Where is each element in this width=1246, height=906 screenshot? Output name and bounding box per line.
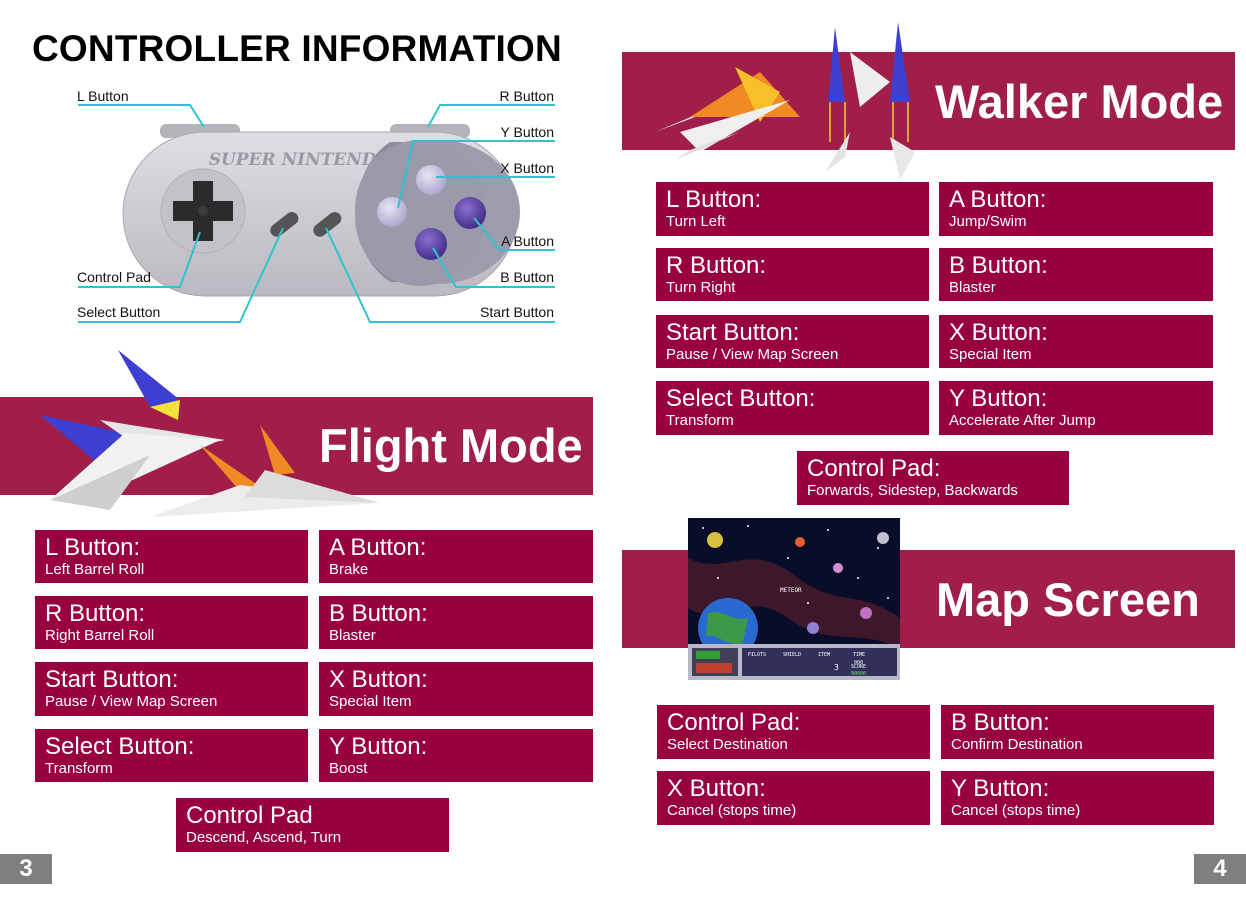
label-x-button: X Button bbox=[500, 160, 554, 176]
box-desc: Confirm Destination bbox=[951, 736, 1083, 753]
walker-l-button-box: L Button: Turn Left bbox=[656, 182, 929, 236]
label-control-pad: Control Pad bbox=[77, 269, 151, 285]
label-y-button: Y Button bbox=[500, 124, 554, 140]
box-desc: Cancel (stops time) bbox=[951, 802, 1081, 819]
map-screen-heading: Map Screen bbox=[936, 573, 1200, 626]
label-a-button: A Button bbox=[501, 233, 554, 249]
label-b-button: B Button bbox=[500, 269, 554, 285]
map-screen-screenshot: METEOR PILOTS SHIELD ITEM TIME 3 000 SCO… bbox=[688, 518, 900, 680]
meteor-label: METEOR bbox=[780, 587, 802, 594]
box-title: A Button: bbox=[329, 534, 427, 561]
map-control-pad-box: Control Pad: Select Destination bbox=[657, 705, 930, 759]
label-r-button: R Button bbox=[499, 88, 554, 104]
box-title: B Button: bbox=[951, 709, 1050, 736]
walker-start-button-box: Start Button: Pause / View Map Screen bbox=[656, 315, 929, 368]
snes-logo-text: SUPER NINTENDO bbox=[209, 150, 392, 170]
box-title: B Button: bbox=[329, 600, 428, 627]
box-title: Control Pad bbox=[186, 802, 313, 829]
box-title: Control Pad: bbox=[667, 709, 801, 736]
box-title: X Button: bbox=[329, 666, 428, 693]
box-title: X Button: bbox=[949, 319, 1048, 346]
walker-y-button-box: Y Button: Accelerate After Jump bbox=[939, 381, 1213, 435]
box-title: R Button: bbox=[666, 252, 767, 279]
box-title: A Button: bbox=[949, 186, 1047, 213]
label-select-button: Select Button bbox=[77, 304, 161, 320]
box-title: L Button: bbox=[666, 186, 762, 213]
hud-shield: SHIELD bbox=[783, 652, 801, 658]
walker-r-button-box: R Button: Turn Right bbox=[656, 248, 929, 301]
box-desc: Blaster bbox=[949, 279, 996, 296]
page-number-right: 4 bbox=[1194, 854, 1246, 884]
snes-controller-illustration: SUPER NINTENDO bbox=[78, 104, 555, 323]
label-start-button: Start Button bbox=[480, 304, 554, 320]
box-desc: Right Barrel Roll bbox=[45, 627, 155, 644]
box-desc: Pause / View Map Screen bbox=[45, 693, 218, 710]
flight-mode-heading: Flight Mode bbox=[319, 419, 583, 472]
flight-l-button-box: L Button: Left Barrel Roll bbox=[35, 530, 308, 583]
hud-item-count: 3 bbox=[834, 663, 839, 672]
flight-start-button-box: Start Button: Pause / View Map Screen bbox=[35, 662, 308, 716]
map-x-button-box: X Button: Cancel (stops time) bbox=[657, 771, 930, 825]
box-desc: Pause / View Map Screen bbox=[666, 346, 839, 363]
flight-r-button-box: R Button: Right Barrel Roll bbox=[35, 596, 308, 649]
hud-pilots: PILOTS bbox=[748, 652, 766, 658]
box-desc: Accelerate After Jump bbox=[949, 412, 1096, 429]
page-title: CONTROLLER INFORMATION bbox=[32, 28, 562, 69]
hud-item: ITEM bbox=[818, 652, 830, 658]
box-title: Start Button: bbox=[666, 319, 800, 346]
walker-select-button-box: Select Button: Transform bbox=[656, 381, 929, 435]
walker-control-pad-box: Control Pad: Forwards, Sidestep, Backwar… bbox=[797, 451, 1069, 505]
box-desc: Cancel (stops time) bbox=[667, 802, 797, 819]
hud-score: SCORE bbox=[851, 664, 866, 670]
box-desc: Special Item bbox=[949, 346, 1032, 363]
box-title: Y Button: bbox=[329, 733, 428, 760]
box-title: R Button: bbox=[45, 600, 146, 627]
walker-x-button-box: X Button: Special Item bbox=[939, 315, 1213, 368]
flight-x-button-box: X Button: Special Item bbox=[319, 662, 593, 716]
box-title: L Button: bbox=[45, 534, 141, 561]
box-desc: Select Destination bbox=[667, 736, 788, 753]
box-desc: Forwards, Sidestep, Backwards bbox=[807, 482, 1018, 499]
box-title: Select Button: bbox=[666, 385, 816, 412]
walker-ships-illustration bbox=[655, 22, 915, 180]
flight-y-button-box: Y Button: Boost bbox=[319, 729, 593, 782]
box-desc: Left Barrel Roll bbox=[45, 561, 145, 578]
walker-a-button-box: A Button: Jump/Swim bbox=[939, 182, 1213, 236]
flight-b-button-box: B Button: Blaster bbox=[319, 596, 593, 649]
box-desc: Brake bbox=[329, 561, 369, 578]
box-desc: Special Item bbox=[329, 693, 412, 710]
box-desc: Jump/Swim bbox=[949, 213, 1027, 230]
walker-b-button-box: B Button: Blaster bbox=[939, 248, 1213, 301]
hud-time-value: 000 bbox=[854, 660, 863, 666]
box-desc: Transform bbox=[666, 412, 734, 429]
page-number-left: 3 bbox=[0, 854, 52, 884]
box-title: Start Button: bbox=[45, 666, 179, 693]
map-y-button-box: Y Button: Cancel (stops time) bbox=[941, 771, 1214, 825]
box-title: Y Button: bbox=[951, 775, 1050, 802]
flight-select-button-box: Select Button: Transform bbox=[35, 729, 308, 782]
flight-control-pad-box: Control Pad Descend, Ascend, Turn bbox=[176, 798, 449, 852]
box-desc: Turn Right bbox=[666, 279, 736, 296]
arwing-ships-illustration bbox=[40, 350, 380, 517]
box-title: X Button: bbox=[667, 775, 766, 802]
flight-a-button-box: A Button: Brake bbox=[319, 530, 593, 583]
box-title: Select Button: bbox=[45, 733, 195, 760]
walker-mode-heading: Walker Mode bbox=[935, 75, 1224, 128]
label-l-button: L Button bbox=[77, 88, 129, 104]
box-title: B Button: bbox=[949, 252, 1048, 279]
box-desc: Blaster bbox=[329, 627, 376, 644]
hud-time: TIME bbox=[853, 652, 865, 658]
box-desc: Transform bbox=[45, 760, 113, 777]
map-b-button-box: B Button: Confirm Destination bbox=[941, 705, 1214, 759]
box-desc: Descend, Ascend, Turn bbox=[186, 829, 342, 846]
box-title: Y Button: bbox=[949, 385, 1048, 412]
box-title: Control Pad: bbox=[807, 455, 941, 482]
hud-score-value: 00000 bbox=[851, 671, 866, 677]
box-desc: Turn Left bbox=[666, 213, 726, 230]
box-desc: Boost bbox=[329, 760, 368, 777]
